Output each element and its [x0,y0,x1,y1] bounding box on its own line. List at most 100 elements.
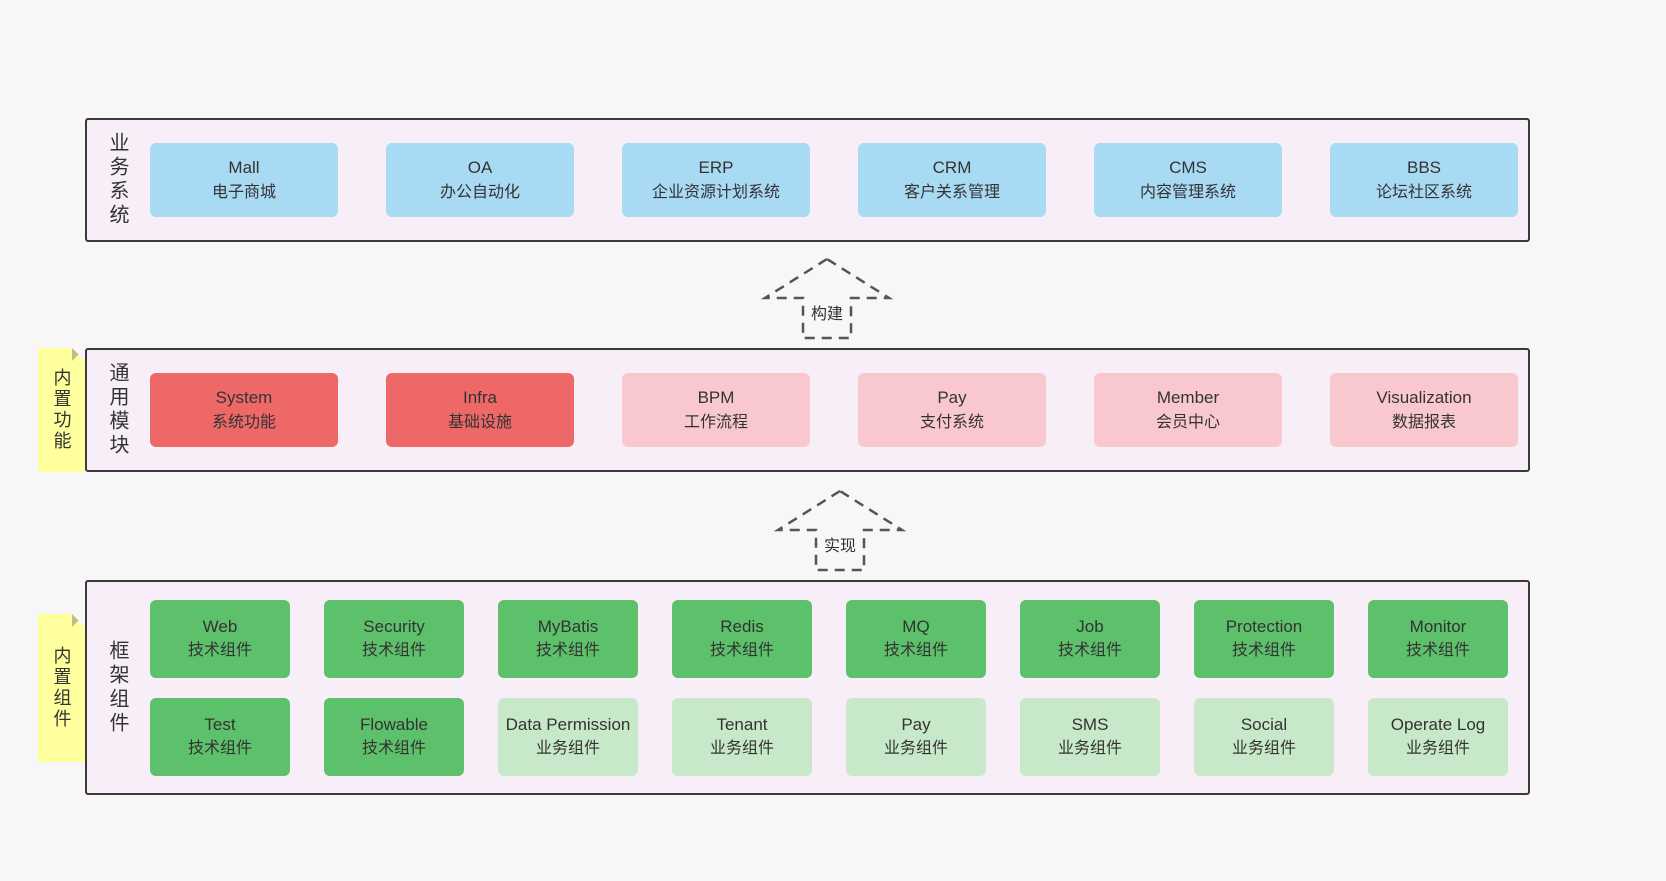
builtin-features-label: 内置功能 [51,368,72,452]
box-subtitle: 客户关系管理 [903,183,1000,201]
box-title: Monitor [1409,616,1467,636]
box-title: Pay [937,388,967,408]
box-crm: CRM 客户关系管理 [858,143,1046,217]
up-arrow-icon [773,489,907,572]
box-subtitle: 电子商城 [211,183,276,201]
build-arrow: 构建 [755,256,899,342]
implement-arrow: 实现 [768,488,912,574]
box-subtitle: 基础设施 [447,413,512,431]
box-subtitle: 技术组件 [361,740,426,758]
box-subtitle: 技术组件 [1057,642,1122,660]
box-pay-biz: Pay 业务组件 [846,697,986,776]
box-subtitle: 支付系统 [919,413,984,431]
box-title: System [215,388,273,408]
business-layer: 业务系统 Mall 电子商城 OA 办公自动化 ERP 企业资源计划系统 CRM… [85,118,1530,242]
box-title: Mall [228,158,260,178]
box-erp: ERP 企业资源计划系统 [622,143,810,217]
box-title: Visualization [1376,388,1472,408]
box-title: Web [202,616,238,636]
box-title: BPM [697,388,735,408]
box-subtitle: 业务组件 [709,740,774,758]
box-subtitle: 数据报表 [1391,413,1456,431]
box-title: OA [467,158,493,178]
modules-layer-label: 通用模块 [106,362,128,458]
box-title: Tenant [716,714,768,734]
box-title: Data Permission [505,714,631,734]
modules-layer: 通用模块 System 系统功能 Infra 基础设施 BPM 工作流程 Pay… [85,348,1530,472]
business-layer-label: 业务系统 [106,132,128,228]
box-subtitle: 技术组件 [535,642,600,660]
box-subtitle: 论坛社区系统 [1375,183,1472,201]
box-title: MyBatis [537,616,599,636]
box-title: Member [1156,388,1220,408]
box-security: Security 技术组件 [324,599,464,678]
box-bpm: BPM 工作流程 [622,373,810,447]
box-subtitle: 内容管理系统 [1139,183,1236,201]
box-cms: CMS 内容管理系统 [1094,143,1282,217]
box-title: Job [1076,616,1104,636]
box-protection: Protection 技术组件 [1194,599,1334,678]
box-subtitle: 技术组件 [1231,642,1296,660]
box-title: Pay [901,714,931,734]
box-system: System 系统功能 [150,373,338,447]
box-pay: Pay 支付系统 [858,373,1046,447]
box-title: Test [204,714,236,734]
box-subtitle: 技术组件 [187,642,252,660]
box-title: Security [363,616,425,636]
box-subtitle: 企业资源计划系统 [651,183,780,201]
framework-row-1: Web 技术组件 Security 技术组件 MyBatis 技术组件 Redi… [150,599,1508,678]
box-subtitle: 技术组件 [187,740,252,758]
box-subtitle: 业务组件 [1405,740,1470,758]
box-title: BBS [1406,158,1442,178]
box-job: Job 技术组件 [1020,599,1160,678]
box-title: Redis [720,616,764,636]
box-subtitle: 技术组件 [361,642,426,660]
box-subtitle: 系统功能 [211,413,276,431]
box-flowable: Flowable 技术组件 [324,697,464,776]
box-operate-log: Operate Log 业务组件 [1368,697,1508,776]
box-title: ERP [698,158,734,178]
box-subtitle: 技术组件 [883,642,948,660]
box-subtitle: 业务组件 [1231,740,1296,758]
implement-arrow-label: 实现 [823,538,857,555]
box-title: CMS [1169,158,1207,178]
box-subtitle: 工作流程 [683,413,748,431]
box-subtitle: 技术组件 [1405,642,1470,660]
module-boxes: System 系统功能 Infra 基础设施 BPM 工作流程 Pay 支付系统… [150,373,1518,447]
box-data-permission: Data Permission 业务组件 [498,697,638,776]
box-subtitle: 技术组件 [709,642,774,660]
box-title: SMS [1071,714,1109,734]
box-title: Protection [1225,616,1303,636]
framework-row-2: Test 技术组件 Flowable 技术组件 Data Permission … [150,697,1508,776]
box-test: Test 技术组件 [150,697,290,776]
framework-layer-label: 框架组件 [106,639,128,736]
box-title: CRM [932,158,972,178]
box-subtitle: 业务组件 [535,740,600,758]
box-member: Member 会员中心 [1094,373,1282,447]
builtin-components-sticky: 内置组件 [38,614,85,762]
box-social: Social 业务组件 [1194,697,1334,776]
build-arrow-label: 构建 [810,306,844,323]
box-tenant: Tenant 业务组件 [672,697,812,776]
box-title: Social [1240,714,1288,734]
builtin-features-sticky: 内置功能 [38,348,85,472]
box-bbs: BBS 论坛社区系统 [1330,143,1518,217]
box-monitor: Monitor 技术组件 [1368,599,1508,678]
builtin-components-label: 内置组件 [51,646,72,730]
box-mybatis: MyBatis 技术组件 [498,599,638,678]
framework-layer: 框架组件 Web 技术组件 Security 技术组件 MyBatis 技术组件… [85,580,1530,795]
box-subtitle: 办公自动化 [439,183,520,201]
framework-boxes: Web 技术组件 Security 技术组件 MyBatis 技术组件 Redi… [150,599,1508,776]
box-sms: SMS 业务组件 [1020,697,1160,776]
box-redis: Redis 技术组件 [672,599,812,678]
box-visualization: Visualization 数据报表 [1330,373,1518,447]
box-subtitle: 业务组件 [883,740,948,758]
box-infra: Infra 基础设施 [386,373,574,447]
box-mq: MQ 技术组件 [846,599,986,678]
box-subtitle: 会员中心 [1155,413,1220,431]
business-boxes: Mall 电子商城 OA 办公自动化 ERP 企业资源计划系统 CRM 客户关系… [150,143,1518,217]
box-oa: OA 办公自动化 [386,143,574,217]
box-subtitle: 业务组件 [1057,740,1122,758]
box-title: Flowable [359,714,429,734]
